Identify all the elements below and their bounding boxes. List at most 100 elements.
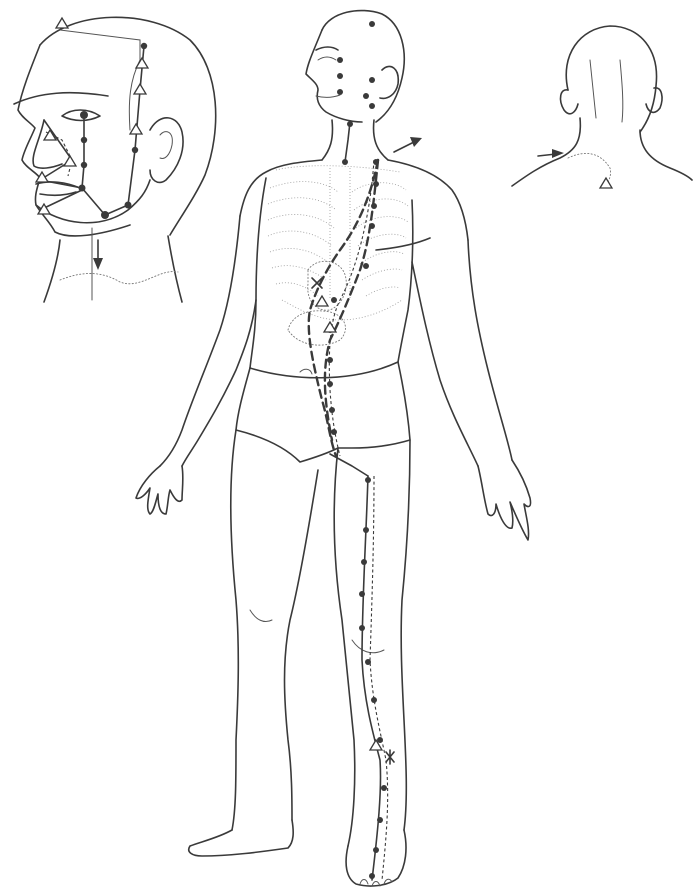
chest-branch-line (376, 238, 430, 250)
head-inset (14, 17, 216, 302)
right-leg-inner (334, 448, 355, 846)
left-leg-inner (285, 470, 319, 820)
head-acupoint (81, 137, 87, 143)
acupoint (337, 57, 343, 63)
neck-left (44, 240, 60, 302)
body-torso-left (250, 178, 266, 368)
right-leg-outer (401, 440, 410, 830)
acupoint (361, 559, 367, 565)
body-shoulder-left (240, 160, 322, 216)
right-arm-inner (412, 262, 478, 466)
head-acupoint (132, 147, 138, 153)
acupoint (363, 93, 369, 99)
left-foot (189, 820, 293, 856)
rib-cage (268, 166, 408, 320)
acupoint (329, 407, 335, 413)
acupoint (337, 89, 343, 95)
channel-neck (345, 122, 350, 162)
left-arm-inner (182, 300, 256, 466)
left-knee (250, 610, 272, 622)
ear (150, 118, 183, 183)
back-head-outline (566, 26, 656, 132)
body-neck-left (322, 120, 333, 160)
trunk-triangle-marker (324, 322, 336, 332)
head-triangle-marker (136, 58, 148, 68)
acupoint (373, 181, 379, 187)
acupoint (347, 121, 353, 127)
body-figure (136, 11, 531, 886)
acupoint (331, 429, 337, 435)
nose (33, 120, 62, 168)
navel (300, 369, 312, 374)
body-neck-right (374, 120, 388, 160)
acupoint (369, 223, 375, 229)
head-triangle-marker (130, 124, 142, 134)
body-eyes (318, 57, 336, 60)
ear-inner (160, 132, 172, 159)
body-torso-right (398, 200, 413, 362)
hairline (60, 30, 140, 130)
acupoint (373, 159, 379, 165)
acupoint (337, 73, 343, 79)
acupoint (369, 77, 375, 83)
acupoint (369, 21, 375, 27)
acupoint (365, 477, 371, 483)
acupoint (331, 297, 337, 303)
head-acupoint (125, 202, 132, 209)
acupoint (369, 873, 375, 879)
body-face (306, 30, 362, 122)
face-profile (18, 45, 130, 236)
acupoint (377, 817, 383, 823)
acupoint (373, 847, 379, 853)
channel-trunk-dashed-2 (309, 160, 378, 456)
body-eyebrows (316, 47, 338, 50)
right-hand (478, 460, 531, 540)
acupoint (327, 357, 333, 363)
shorts-right (338, 362, 410, 448)
acupoint (363, 263, 369, 269)
head-acupoint (81, 162, 87, 168)
acupoint (359, 625, 365, 631)
left-hand (136, 466, 183, 514)
shoulder-arrow-icon (410, 137, 422, 147)
neck-right (168, 236, 182, 302)
acupoint (365, 659, 371, 665)
acupoint (327, 381, 333, 387)
head-acupoint (79, 185, 86, 192)
back-hair-lines (590, 60, 623, 122)
left-arm-outer (160, 216, 240, 466)
right-knee (352, 640, 384, 653)
head-acupoint (141, 43, 147, 49)
acupoint (359, 591, 365, 597)
eyebrow (14, 93, 108, 104)
acupoint (371, 697, 377, 703)
acupoint (363, 527, 369, 533)
head-acupoint (101, 211, 109, 219)
collar-line (60, 272, 178, 284)
head-triangle-marker (64, 156, 76, 166)
head-channel-face (40, 120, 82, 188)
body-mouth (316, 95, 340, 97)
right-arm-outer (468, 240, 512, 460)
channel-trunk-fine (329, 160, 374, 456)
shorts-left (236, 368, 338, 462)
back-neck-left (512, 118, 580, 186)
shoulder-arrow-shaft (394, 142, 414, 152)
acupoint (381, 785, 387, 791)
head-triangle-marker (134, 84, 146, 94)
trunk-triangle-marker (316, 296, 328, 306)
left-leg-outer (231, 430, 239, 830)
back-triangle-marker (600, 178, 612, 188)
body-ear (380, 66, 398, 98)
star-marker (386, 750, 394, 764)
acupoint (342, 159, 348, 165)
back-ear-left (561, 90, 578, 114)
back-neck-right (640, 130, 692, 180)
head-triangle-marker (56, 18, 68, 28)
body-shoulder-right (388, 160, 468, 240)
neck-back-inset (512, 26, 692, 188)
acupoint (369, 103, 375, 109)
neck-arrow-icon (93, 258, 103, 270)
